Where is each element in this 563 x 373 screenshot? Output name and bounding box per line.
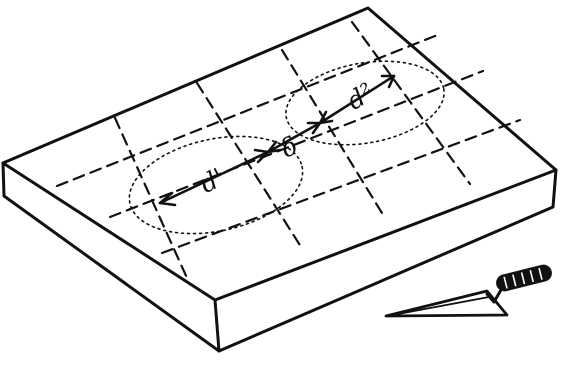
trowel-blade-crease (398, 297, 489, 314)
grid-line (115, 118, 187, 278)
label-d2: d² (342, 77, 379, 115)
trowel-icon (386, 263, 553, 316)
slab-front-face (215, 170, 556, 351)
label-d1: d' (195, 162, 229, 198)
